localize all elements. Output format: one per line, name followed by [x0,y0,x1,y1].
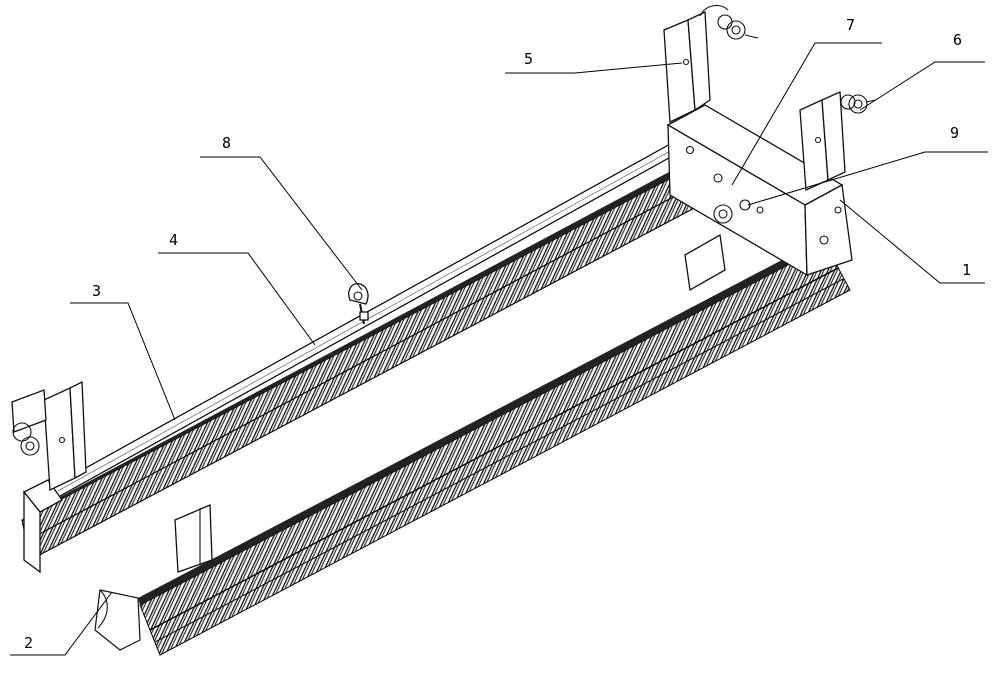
hanger-bracket-front [799,91,877,191]
rear-wheel-b [726,20,746,40]
front-wheel-b [848,94,868,114]
leader-7 [731,42,882,186]
center-clamp [348,283,369,325]
leader-8 [200,156,363,291]
leader-lines [10,42,988,656]
callout-5: 5 [524,50,533,68]
hanger-bracket-rear [663,4,759,124]
front-roller-core-line [149,267,839,631]
hanger-bracket-left [11,380,87,492]
leader-4 [158,252,316,346]
left-wheel-b [20,436,40,456]
callout-8: 8 [222,134,231,152]
right-housing [666,104,853,277]
frame [22,233,726,651]
callout-4: 4 [169,231,178,249]
housing-bearing-7 [713,204,733,224]
leader-5 [505,62,683,74]
callout-7: 7 [846,16,855,34]
callout-1: 1 [962,261,971,279]
callout-9: 9 [950,124,959,142]
callout-labels: 1 2 3 4 5 6 7 8 9 [24,16,971,652]
leader-9 [747,151,988,206]
leader-2 [10,591,113,656]
leader-1 [839,199,985,284]
callout-2: 2 [24,634,33,652]
leader-3 [70,302,176,421]
front-brush-roller [138,240,851,656]
leader-6 [859,61,985,111]
housing-bolt-9 [739,199,751,211]
callout-3: 3 [92,282,101,300]
back-roller-core-line [27,185,695,541]
front-wheel-a [840,94,856,110]
callout-6: 6 [953,31,962,49]
rear-wheel-a [717,14,733,30]
